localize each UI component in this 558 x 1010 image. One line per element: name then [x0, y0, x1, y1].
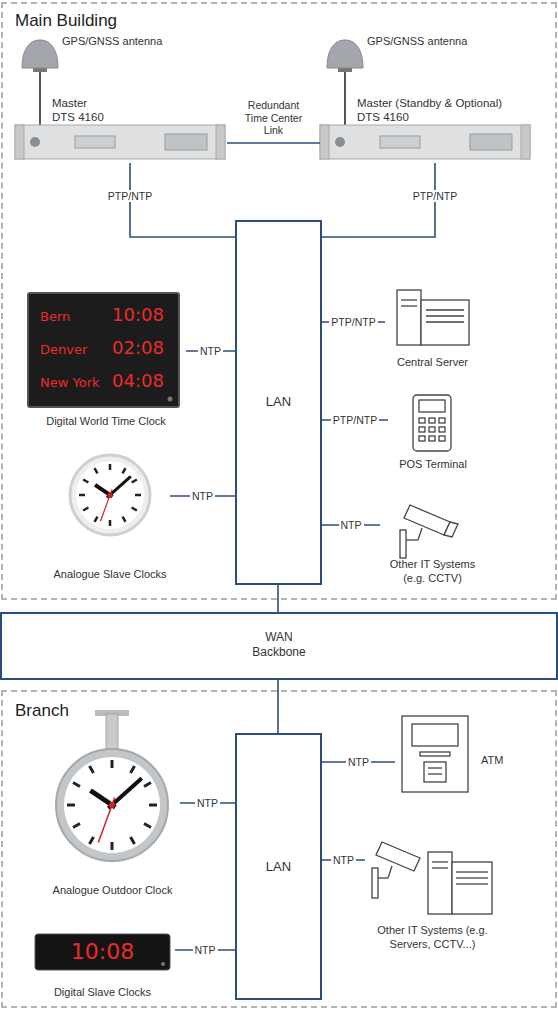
outdoor-clock: Analogue Outdoor Clock — [45, 706, 180, 902]
digital-clock-display — [35, 934, 170, 970]
edge-label: NTP — [339, 519, 364, 532]
display-text: Bern — [40, 310, 70, 324]
edge-label: NTP — [193, 944, 218, 957]
cctv-icon — [372, 842, 420, 898]
node-label: ATM — [481, 754, 519, 768]
connector — [227, 142, 320, 144]
pos-device: POS Terminal — [388, 392, 478, 472]
edge-label: PTP/NTP — [411, 190, 459, 203]
server-icon — [397, 290, 469, 345]
node-label: POS Terminal — [388, 458, 478, 472]
time-server-device — [320, 125, 530, 159]
node-label: Digital Slave Clocks — [30, 986, 175, 1000]
atm-device: ATM — [395, 712, 520, 802]
node-label: LAN — [237, 859, 320, 875]
edge-label: NTP — [190, 490, 215, 503]
display-text: Denver — [40, 343, 87, 357]
pos-terminal-icon — [413, 395, 451, 451]
node-label: Other IT Systems (e.g. Servers, CCTV...) — [365, 924, 500, 952]
node-label: WAN Backbone — [248, 630, 310, 660]
node-label: Other IT Systems (e.g. CCTV) — [382, 558, 483, 586]
world-clock-display — [28, 293, 179, 407]
display-text: 02:08 — [112, 338, 164, 358]
node-label: Branch — [15, 700, 215, 721]
edge-label: PTP/NTP — [331, 414, 379, 427]
server-device: Central Server — [385, 286, 480, 372]
cctv-icon — [400, 505, 458, 558]
edge-label: NTP — [195, 797, 220, 810]
analogue-clock — [70, 455, 150, 535]
node-label: LAN — [237, 394, 320, 410]
edge-label: Redundant Time Center Link — [238, 99, 310, 137]
node-label: Main Building — [15, 10, 215, 31]
time-server-device — [15, 125, 225, 159]
lan-box: LAN — [235, 220, 322, 585]
server-icon — [428, 852, 492, 914]
wan-band: WAN Backbone — [0, 612, 558, 680]
antenna-label: GPS/GNSS antenna — [62, 35, 162, 47]
node-label: Central Server — [385, 356, 480, 370]
lan-box: LAN — [235, 733, 322, 1000]
building-region: Main BuildingMaster DTS 4160 Master (Stan… — [1, 2, 557, 600]
display-text: 04:08 — [112, 371, 164, 391]
atm-icon — [402, 716, 468, 792]
master-clock: Master DTS 4160 — [15, 92, 227, 163]
slave-clock: Analogue Slave Clocks — [50, 452, 170, 584]
it-systems: Other IT Systems (e.g. Servers, CCTV...) — [365, 830, 500, 952]
edge-label: PTP/NTP — [329, 316, 377, 329]
connector — [277, 680, 279, 733]
edge-label: PTP/NTP — [106, 190, 154, 203]
display-text: 10:08 — [71, 940, 134, 964]
outdoor-clock — [56, 710, 168, 861]
node-label: Digital World Time Clock — [26, 415, 186, 429]
it-systems: Other IT Systems (e.g. CCTV) — [380, 490, 485, 587]
edge-label: NTP — [346, 756, 371, 769]
display-text: 10:08 — [112, 305, 164, 325]
node-label: Master (Standby & Optional) DTS 4160 — [357, 96, 517, 125]
edge-label: NTP — [198, 345, 223, 358]
master-clock: Master (Standby & Optional) DTS 4160 — [320, 92, 533, 163]
node-label: Analogue Outdoor Clock — [45, 884, 180, 898]
antenna-label: GPS/GNSS antenna — [367, 35, 467, 47]
node-label: Analogue Slave Clocks — [50, 568, 170, 582]
edge-label: NTP — [331, 854, 356, 867]
display-text: New York — [40, 376, 100, 390]
node-label: Master DTS 4160 — [52, 96, 108, 125]
